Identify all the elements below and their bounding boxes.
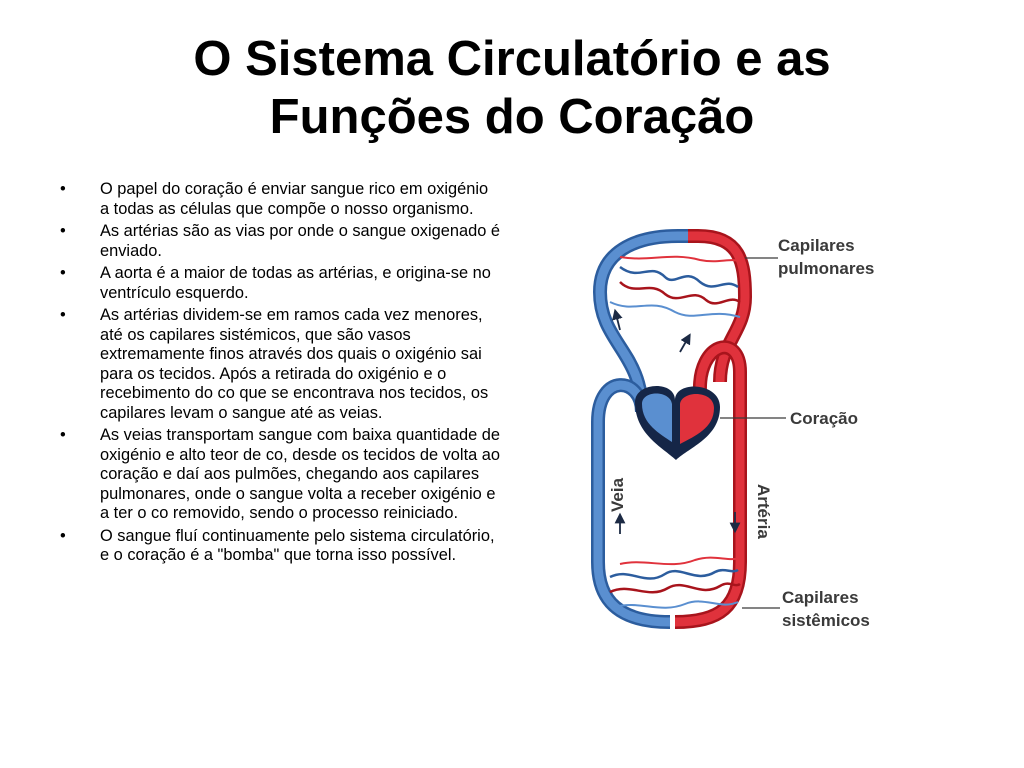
label-capilares-sistemicos-line-2: sistêmicos xyxy=(782,611,870,630)
bullet-marker: • xyxy=(60,426,66,444)
slide-title: O Sistema Circulatório e as Funções do C… xyxy=(0,30,1024,146)
systemic-capillary-mesh xyxy=(609,556,741,609)
bullet-item: • As artérias são as vias por onde o sang… xyxy=(56,222,501,261)
bullet-item: • A aorta é a maior de todas as artérias,… xyxy=(56,264,501,303)
heart-right-side xyxy=(642,393,672,442)
bullet-marker: • xyxy=(60,306,66,324)
pulmonary-upward-arrow-icon xyxy=(612,308,623,331)
label-arteria: Artéria xyxy=(754,484,773,539)
label-coracao: Coração xyxy=(790,409,858,428)
bullet-text: A aorta é a maior de todas as artérias, … xyxy=(100,264,491,302)
heart-left-side xyxy=(680,393,714,444)
systemic-artery-fill xyxy=(674,342,745,627)
bullet-item: • As veias transportam sangue com baixa q… xyxy=(56,426,501,524)
bullet-marker: • xyxy=(60,180,66,198)
circulatory-system-diagram: Capilares pulmonares Coração Veia Artéri… xyxy=(591,229,874,630)
slide-title-line-2: Funções do Coração xyxy=(269,90,755,144)
bullet-text: As artérias são as vias por onde o sangu… xyxy=(100,222,501,260)
bullet-text: As veias transportam sangue com baixa qu… xyxy=(100,426,501,522)
bullet-item: • O sangue fluí continuamente pelo sistem… xyxy=(56,527,501,566)
label-veia: Veia xyxy=(608,477,627,512)
pulmonary-vein-loop-fill xyxy=(595,231,688,413)
systemic-vein-fill xyxy=(593,380,671,627)
pulmonary-capillary-mesh xyxy=(609,255,743,318)
bullet-item: • As artérias dividem-se em ramos cada ve… xyxy=(56,306,501,423)
bullet-list: • O papel do coração é enviar sangue rico… xyxy=(56,180,501,569)
bullet-marker: • xyxy=(60,264,66,282)
bullet-marker: • xyxy=(60,526,66,545)
label-capilares-pulmonares-line-2: pulmonares xyxy=(778,259,874,278)
label-capilares-sistemicos-line-1: Capilares xyxy=(782,588,859,607)
pulmonary-return-arrow-icon xyxy=(679,333,691,353)
label-capilares-pulmonares-line-1: Capilares xyxy=(778,236,855,255)
bullet-item: • O papel do coração é enviar sangue rico… xyxy=(56,180,501,219)
bullet-marker: • xyxy=(60,222,66,240)
slide-title-line-1: O Sistema Circulatório e as xyxy=(193,32,831,86)
bullet-text: O sangue fluí continuamente pelo sistema… xyxy=(100,526,495,565)
heart xyxy=(635,385,720,460)
bullet-text: O papel do coração é enviar sangue rico … xyxy=(100,180,489,218)
bullet-text: As artérias dividem-se em ramos cada vez… xyxy=(100,306,489,422)
